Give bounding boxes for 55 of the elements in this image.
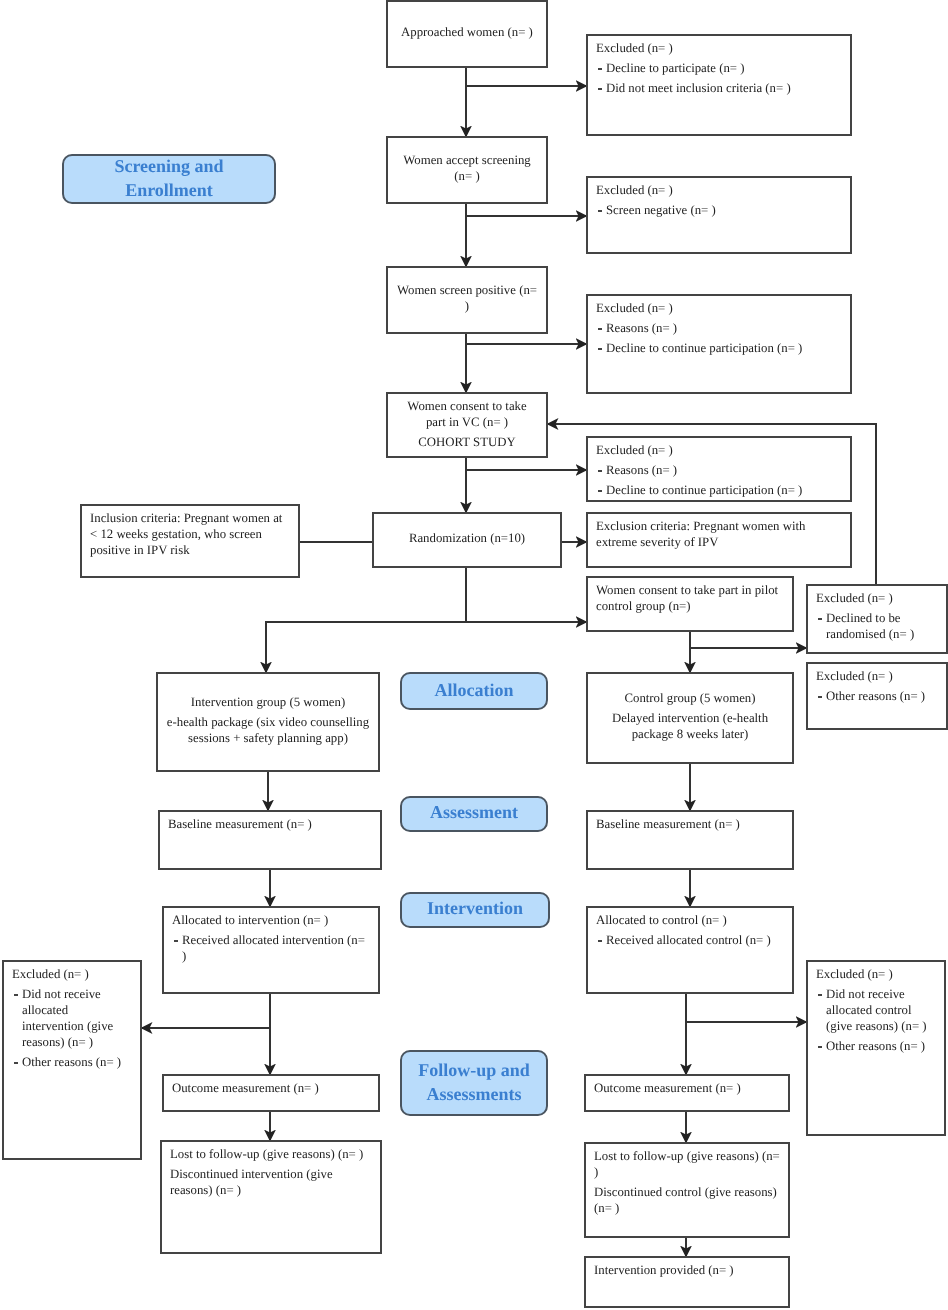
- arrow: [680, 1237, 692, 1258]
- arrow: [465, 67, 588, 92]
- stage-title: Assessment: [430, 802, 518, 826]
- process-box: [584, 1074, 790, 1112]
- arrow: [689, 631, 808, 654]
- arrow: [262, 771, 274, 812]
- stage-label: [400, 892, 550, 928]
- stage-label: [400, 796, 548, 832]
- stage-label: [62, 154, 276, 204]
- stage-label: [400, 1050, 548, 1116]
- stage-title: Follow-up and Assessments: [416, 1060, 532, 1106]
- arrow: [264, 1111, 276, 1142]
- arrow: [561, 536, 588, 548]
- arrow: [546, 418, 877, 585]
- process-box: [386, 136, 548, 204]
- process-box: [586, 810, 794, 870]
- connector-line: [299, 541, 373, 543]
- arrow: [684, 763, 696, 812]
- process-box: [160, 1140, 382, 1254]
- exclusion-box: [586, 34, 852, 136]
- arrow: [465, 567, 588, 628]
- process-box: [584, 1256, 790, 1308]
- arrow: [684, 869, 696, 908]
- process-box: [586, 512, 852, 568]
- exclusion-box: [2, 960, 142, 1160]
- stage-title: Allocation: [434, 679, 514, 703]
- stage-title: Screening and Enrollment: [112, 156, 226, 202]
- exclusion-box: [586, 176, 852, 254]
- process-box: [156, 672, 380, 772]
- exclusion-box: [586, 436, 852, 502]
- process-box: [386, 392, 548, 458]
- process-box: [158, 810, 382, 870]
- process-box: [162, 1074, 380, 1112]
- process-box: [80, 504, 300, 578]
- exclusion-box: [806, 584, 948, 654]
- stage-title: Intervention: [427, 898, 523, 922]
- process-box: [586, 576, 794, 632]
- exclusion-box: [162, 906, 380, 994]
- arrow: [465, 333, 588, 350]
- arrow: [465, 457, 588, 476]
- arrow: [264, 869, 276, 908]
- process-box: [372, 512, 562, 568]
- arrow: [140, 993, 271, 1034]
- process-box: [586, 672, 794, 764]
- exclusion-box: [806, 960, 946, 1136]
- arrow: [685, 993, 808, 1028]
- exclusion-box: [586, 294, 852, 394]
- arrow: [680, 1111, 692, 1144]
- stage-label: [400, 672, 548, 710]
- process-box: [386, 0, 548, 68]
- exclusion-box: [586, 906, 794, 994]
- arrow: [465, 203, 588, 222]
- process-box: [584, 1142, 790, 1238]
- process-box: [386, 266, 548, 334]
- exclusion-box: [806, 662, 948, 730]
